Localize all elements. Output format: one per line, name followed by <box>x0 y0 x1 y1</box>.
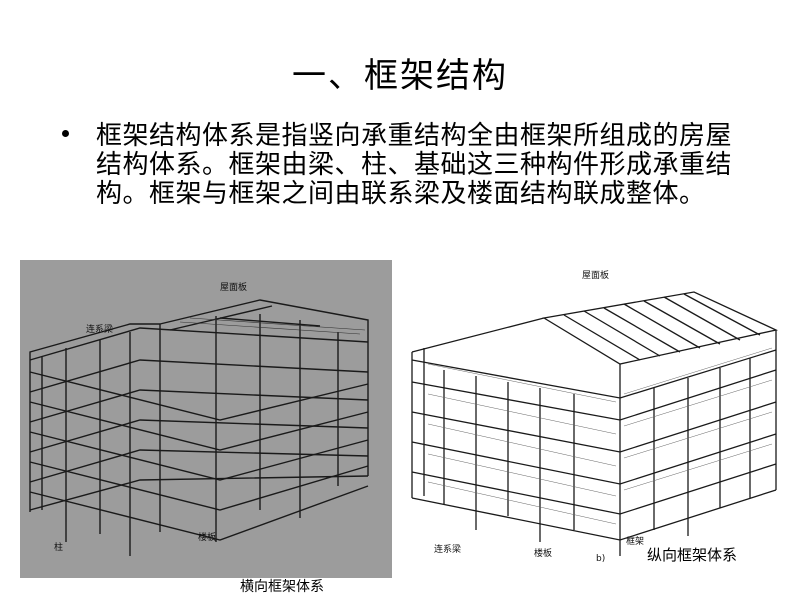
right-figure-caption: 纵向框架体系 <box>647 546 738 564</box>
bullet-item: 框架结构体系是指竖向承重结构全由框架所组成的房屋结构体系。框架由梁、柱、基础这三… <box>62 122 752 209</box>
longitudinal-frame-figure: 屋面板 连系梁 楼板 框架 b) <box>404 264 784 580</box>
right-floor-slab-label: 楼板 <box>534 549 553 559</box>
slide-title: 一、框架结构 <box>292 56 508 96</box>
longitudinal-frame-drawing <box>411 291 779 556</box>
transverse-frame-figure: 屋面板 连系梁 楼板 柱 <box>20 260 392 578</box>
left-tie-beam-label: 连系梁 <box>86 325 114 335</box>
left-figure-caption: 横向框架体系 <box>240 579 324 595</box>
right-frame-label: 框架 <box>626 537 645 547</box>
left-column-label: 柱 <box>54 543 64 553</box>
right-roof-label: 屋面板 <box>582 271 610 281</box>
left-roof-label: 屋面板 <box>220 283 248 293</box>
right-tie-beam-label: 连系梁 <box>434 545 462 555</box>
right-sub-label: b) <box>596 554 606 564</box>
bullet-dot-icon <box>62 130 69 137</box>
bullet-text: 框架结构体系是指竖向承重结构全由框架所组成的房屋结构体系。框架由梁、柱、基础这三… <box>96 121 733 209</box>
transverse-frame-drawing <box>29 299 369 556</box>
left-floor-slab-label: 楼板 <box>198 533 217 543</box>
